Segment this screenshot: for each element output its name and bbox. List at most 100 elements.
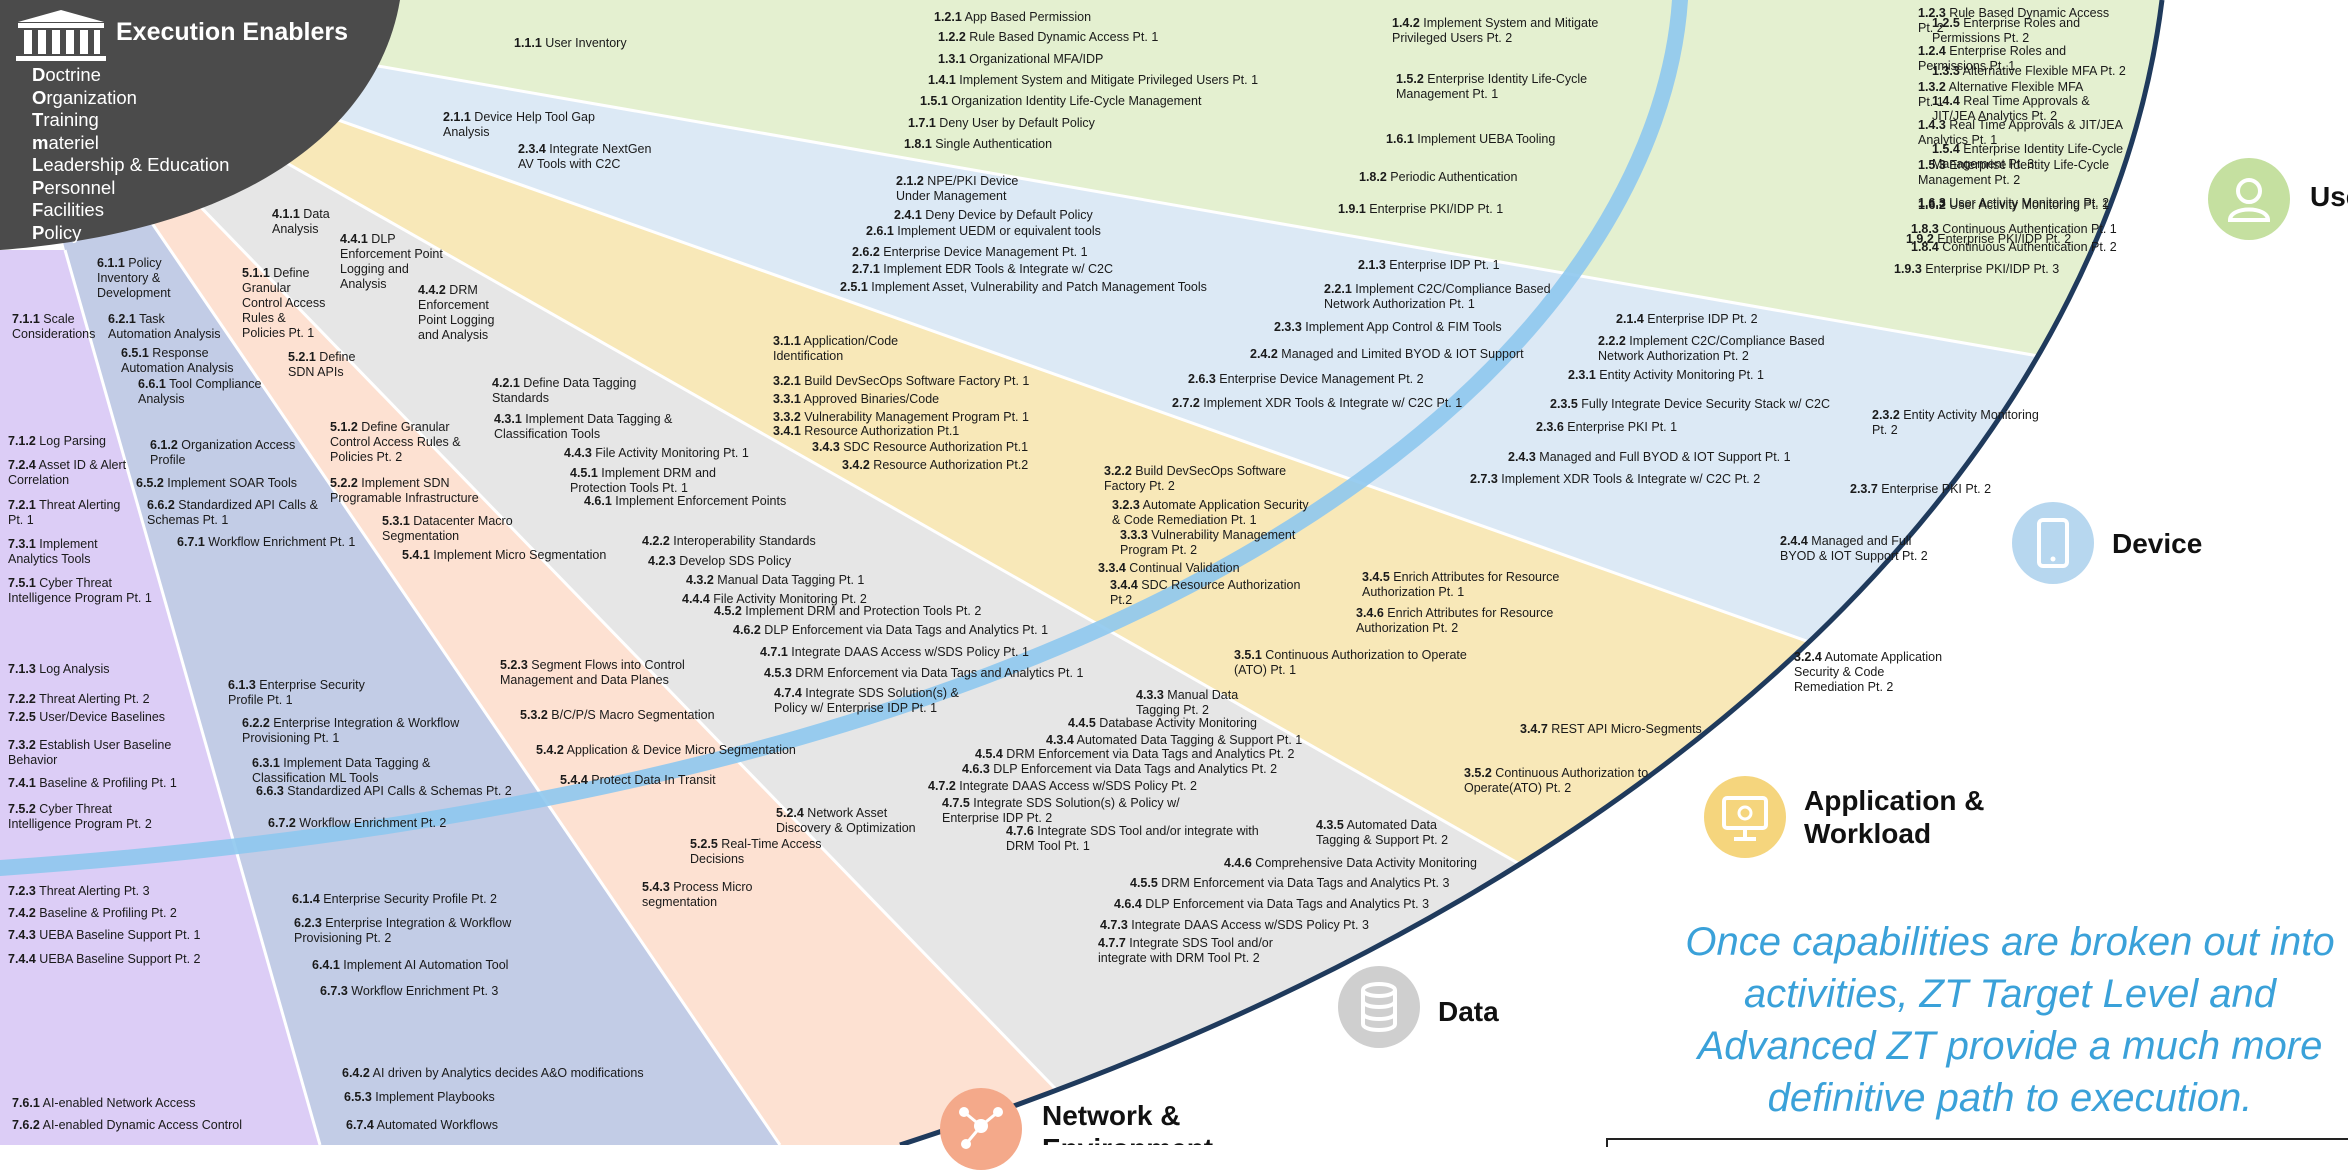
activity-label: 1.7.1 Deny User by Default Policy: [908, 116, 1095, 131]
activity-label: 4.5.2 Implement DRM and Protection Tools…: [714, 604, 981, 619]
activity-label: 1.5.2 Enterprise Identity Life-Cycle Man…: [1396, 72, 1587, 102]
activity-label: 5.4.1 Implement Micro Segmentation: [402, 548, 606, 563]
activity-text: Periodic Authentication: [1390, 170, 1518, 184]
activity-code: 6.1.1: [97, 256, 125, 270]
activity-label: 4.3.4 Automated Data Tagging & Support P…: [1046, 733, 1302, 748]
activity-code: 2.3.4: [518, 142, 546, 156]
activity-text: Cyber Threat Intelligence Program Pt. 1: [8, 576, 152, 605]
activity-text: Enrich Attributes for Resource Authoriza…: [1362, 570, 1560, 599]
activity-text: DLP Enforcement via Data Tags and Analyt…: [1145, 897, 1430, 911]
activity-text: Integrate DAAS Access w/SDS Policy Pt. 2: [959, 779, 1197, 793]
activity-code: 7.4.2: [8, 906, 36, 920]
activity-text: Organizational MFA/IDP: [969, 52, 1104, 66]
activity-code: 1.8.1: [904, 137, 932, 151]
activity-code: 2.3.5: [1550, 397, 1578, 411]
activity-code: 4.5.5: [1130, 876, 1158, 890]
wheel-border: [899, 0, 2165, 1145]
activity-label: 2.4.2 Managed and Limited BYOD & IOT Sup…: [1250, 347, 1524, 362]
activity-label: 2.5.1 Implement Asset, Vulnerability and…: [840, 280, 1207, 295]
activity-text: Protect Data In Transit: [591, 773, 716, 787]
activity-code: 1.8.3: [1911, 222, 1939, 236]
activity-text: Tool Compliance Analysis: [138, 377, 262, 406]
activity-text: Enrich Attributes for Resource Authoriza…: [1356, 606, 1554, 635]
activity-text: AI-enabled Dynamic Access Control: [42, 1118, 243, 1132]
activity-label: 1.4.2 Implement System and Mitigate Priv…: [1392, 16, 1598, 46]
activity-text: Implement C2C/Compliance Based Network A…: [1324, 282, 1551, 311]
activity-label: 3.2.3 Automate Application Security & Co…: [1112, 498, 1309, 528]
activity-code: 6.1.2: [150, 438, 178, 452]
user-icon: [2208, 158, 2290, 240]
activity-code: 6.7.2: [268, 816, 296, 830]
activity-code: 1.4.2: [1392, 16, 1420, 30]
activity-code: 1.5.4: [1932, 142, 1960, 156]
activity-code: 7.1.3: [8, 662, 36, 676]
activity-code: 4.6.1: [584, 494, 612, 508]
activity-code: 2.4.4: [1780, 534, 1808, 548]
activity-text: Implement Asset, Vulnerability and Patch…: [871, 280, 1207, 294]
activity-code: 6.1.4: [292, 892, 320, 906]
activity-label: 4.2.1 Define Data Tagging Standards: [492, 376, 636, 406]
activity-label: 2.1.1 Device Help Tool Gap Analysis: [443, 110, 595, 140]
activity-text: Deny Device by Default Policy: [925, 208, 1093, 222]
activity-label: 1.2.5 Enterprise Roles and Permissions P…: [1932, 16, 2080, 46]
activity-label: 6.4.1 Implement AI Automation Tool: [312, 958, 508, 973]
activity-text: Comprehensive Data Activity Monitoring: [1255, 856, 1477, 870]
activity-label: 7.1.2 Log Parsing: [8, 434, 106, 449]
activity-code: 6.2.3: [294, 916, 322, 930]
activity-code: 3.5.1: [1234, 648, 1262, 662]
activity-label: 6.7.1 Workflow Enrichment Pt. 1: [177, 535, 355, 550]
activity-text: User Inventory: [545, 36, 627, 50]
activity-code: 2.6.3: [1188, 372, 1216, 386]
activity-code: 7.4.3: [8, 928, 36, 942]
activity-text: Implement Enforcement Points: [615, 494, 787, 508]
activity-text: Integrate SDS Solution(s) & Policy w/ En…: [774, 686, 959, 715]
activity-label: 2.1.2 NPE/PKI Device Under Management: [896, 174, 1018, 204]
dotmlpf-list: Doctrine Organization Training materiel …: [32, 64, 229, 244]
activity-text: Standardized API Calls & Schemas Pt. 2: [287, 784, 512, 798]
activity-label: 6.7.3 Workflow Enrichment Pt. 3: [320, 984, 498, 999]
activity-code: 3.4.3: [812, 440, 840, 454]
activity-text: Real Time Approvals & JIT/JEA Analytics …: [1932, 94, 2090, 123]
activity-code: 1.9.1: [1338, 202, 1366, 216]
activity-text: Device Help Tool Gap Analysis: [443, 110, 595, 139]
activity-label: 5.2.5 Real-Time Access Decisions: [690, 837, 822, 867]
activity-code: 4.2.3: [648, 554, 676, 568]
pillar-data-label: Data: [1438, 996, 1499, 1027]
activity-text: DRM Enforcement via Data Tags and Analyt…: [1161, 876, 1450, 890]
activity-label: 6.1.4 Enterprise Security Profile Pt. 2: [292, 892, 497, 907]
activity-text: Establish User Baseline Behavior: [8, 738, 172, 767]
activity-code: 7.4.1: [8, 776, 36, 790]
activity-label: 7.4.1 Baseline & Profiling Pt. 1: [8, 776, 177, 791]
activity-label: 4.1.1 Data Analysis: [272, 207, 330, 237]
activity-code: 6.1.3: [228, 678, 256, 692]
activity-text: Continuous Authentication Pt. 1: [1942, 222, 2117, 236]
activity-code: 4.4.4: [682, 592, 710, 606]
activity-label: 3.4.2 Resource Authorization Pt.2: [842, 458, 1028, 473]
activity-label: 7.3.2 Establish User Baseline Behavior: [8, 738, 171, 768]
activity-code: 2.4.3: [1508, 450, 1536, 464]
activity-code: 1.5.3: [1918, 158, 1946, 172]
activity-text: Continuous Authorization to Operate (ATO…: [1234, 648, 1467, 677]
activity-label: 6.6.3 Standardized API Calls & Schemas P…: [256, 784, 512, 799]
activity-text: Implement Playbooks: [375, 1090, 495, 1104]
tablet-icon: [2012, 502, 2094, 584]
activity-text: Automated Data Tagging & Support Pt. 2: [1316, 818, 1449, 847]
activity-label: 2.3.5 Fully Integrate Device Security St…: [1550, 397, 1830, 412]
activity-text: Rule Based Dynamic Access Pt. 2: [1918, 6, 2110, 35]
activity-label: 1.8.1 Single Authentication: [904, 137, 1052, 152]
activity-label: 6.5.1 Response Automation Analysis: [121, 346, 234, 376]
activity-text: Enterprise Identity Life-Cycle Managemen…: [1396, 72, 1588, 101]
activity-text: Enterprise Security Profile Pt. 2: [323, 892, 497, 906]
activity-code: 2.6.1: [866, 224, 894, 238]
activity-text: Workflow Enrichment Pt. 2: [299, 816, 447, 830]
activity-text: Implement Micro Segmentation: [433, 548, 607, 562]
activity-code: 6.5.1: [121, 346, 149, 360]
activity-text: File Activity Monitoring Pt. 1: [595, 446, 749, 460]
activity-text: Implement App Control & FIM Tools: [1305, 320, 1502, 334]
activity-code: 5.4.3: [642, 880, 670, 894]
activity-code: 4.2.1: [492, 376, 520, 390]
activity-label: 7.6.1 AI-enabled Network Access: [12, 1096, 195, 1111]
activity-code: 2.2.1: [1324, 282, 1352, 296]
activity-text: Process Micro segmentation: [642, 880, 753, 909]
activity-label: 4.7.4 Integrate SDS Solution(s) & Policy…: [774, 686, 959, 716]
